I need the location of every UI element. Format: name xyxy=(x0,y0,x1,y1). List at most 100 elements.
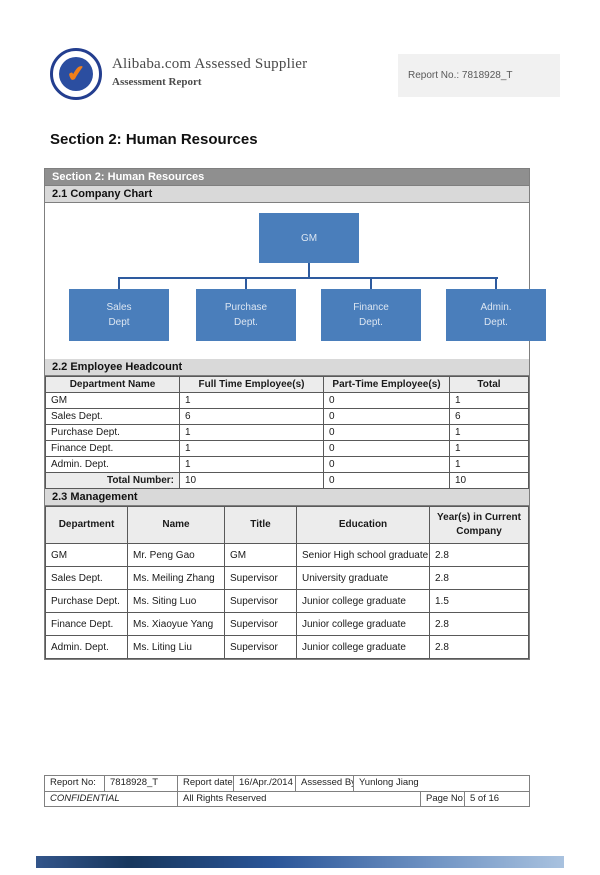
table-cell: 0 xyxy=(323,472,450,489)
table-cell: Senior High school graduate xyxy=(296,543,430,567)
table-cell: Supervisor xyxy=(224,589,297,613)
brand-title: Alibaba.com Assessed Supplier xyxy=(112,56,308,72)
table-cell: 1.5 xyxy=(429,589,529,613)
table-cell: Junior college graduate xyxy=(296,589,430,613)
table-row: Purchase Dept. 1 0 1 xyxy=(45,424,529,441)
total-label: Total Number: xyxy=(45,472,180,489)
table-cell: Supervisor xyxy=(224,612,297,636)
footer-assessed-by-label: Assessed By xyxy=(296,776,354,791)
column-header: Department Name xyxy=(45,376,180,393)
org-node-label: Purchase xyxy=(224,302,268,313)
table-cell: 2.8 xyxy=(429,543,529,567)
table-cell: Supervisor xyxy=(224,566,297,590)
org-node-label: Admin. xyxy=(480,302,512,313)
column-header: Year(s) in Current Company xyxy=(429,506,529,544)
brand-block: Alibaba.com Assessed Supplier Assessment… xyxy=(112,56,307,88)
report-footer: Report No: 7818928_T Report date: 16/Apr… xyxy=(44,775,530,807)
footer-rights: All Rights Reserved xyxy=(178,792,421,806)
org-node-gm: GM xyxy=(259,213,359,263)
table-cell: 1 xyxy=(449,424,529,441)
column-header: Name xyxy=(127,506,225,544)
footer-report-date-label: Report date: xyxy=(178,776,234,791)
management-table: Department Name Title Education Year(s) … xyxy=(45,506,529,659)
table-cell: 0 xyxy=(323,408,450,425)
footer-row-meta: Report No: 7818928_T Report date: 16/Apr… xyxy=(45,776,529,791)
table-cell: Supervisor xyxy=(224,635,297,659)
table-header-row: Department Name Full Time Employee(s) Pa… xyxy=(45,376,529,393)
org-node-label: GM xyxy=(300,232,318,244)
table-cell: 6 xyxy=(179,408,324,425)
assessed-supplier-badge-icon: ✔ xyxy=(50,48,102,100)
table-cell: 0 xyxy=(323,456,450,473)
column-header: Department xyxy=(45,506,128,544)
table-cell: 0 xyxy=(323,440,450,457)
table-cell: 2.8 xyxy=(429,566,529,590)
table-header-row: Department Name Title Education Year(s) … xyxy=(45,506,529,544)
org-node-admin-dept: Admin. Dept. xyxy=(446,289,546,341)
column-header: Full Time Employee(s) xyxy=(179,376,324,393)
table-cell: 2.8 xyxy=(429,612,529,636)
table-cell: Ms. Liting Liu xyxy=(127,635,225,659)
org-connector-drop xyxy=(495,278,497,289)
table-cell: Purchase Dept. xyxy=(45,424,180,441)
org-connector-drop xyxy=(245,278,247,289)
table-row: GM Mr. Peng Gao GM Senior High school gr… xyxy=(45,543,529,567)
org-node-purchase-dept: Purchase Dept. xyxy=(196,289,296,341)
footer-report-date-value: 16/Apr./2014 xyxy=(234,776,296,791)
column-header: Total xyxy=(449,376,529,393)
table-row: GM 1 0 1 xyxy=(45,392,529,409)
section-human-resources: Section 2: Human Resources 2.1 Company C… xyxy=(44,168,546,660)
table-cell: GM xyxy=(45,543,128,567)
org-node-label: Finance xyxy=(353,302,389,313)
org-node-finance-dept: Finance Dept. xyxy=(321,289,421,341)
table-cell: Junior college graduate xyxy=(296,612,430,636)
table-cell: Ms. Xiaoyue Yang xyxy=(127,612,225,636)
footer-page-no-label: Page No: xyxy=(421,792,465,806)
footer-row-legal: CONFIDENTIAL All Rights Reserved Page No… xyxy=(45,791,529,806)
badge-inner-disc: ✔ xyxy=(59,57,93,91)
table-cell: Finance Dept. xyxy=(45,440,180,457)
column-header: Title xyxy=(224,506,297,544)
table-cell: 1 xyxy=(179,424,324,441)
subsection-bar-employee-headcount: 2.2 Employee Headcount xyxy=(45,359,529,376)
table-cell: Sales Dept. xyxy=(45,408,180,425)
footer-assessed-by-value: Yunlong Jiang xyxy=(359,777,419,788)
table-row: Admin. Dept. 1 0 1 xyxy=(45,456,529,473)
footer-confidential: CONFIDENTIAL xyxy=(45,792,178,806)
table-row: Sales Dept. Ms. Meiling Zhang Supervisor… xyxy=(45,566,529,590)
table-cell: Ms. Meiling Zhang xyxy=(127,566,225,590)
table-row: Admin. Dept. Ms. Liting Liu Supervisor J… xyxy=(45,635,529,659)
org-node-sales-dept: Sales Dept xyxy=(69,289,169,341)
subsection-bar-company-chart: 2.1 Company Chart xyxy=(45,186,529,203)
table-cell: 1 xyxy=(179,456,324,473)
table-cell: Mr. Peng Gao xyxy=(127,543,225,567)
bottom-accent-bar xyxy=(36,856,564,868)
table-cell: Admin. Dept. xyxy=(45,456,180,473)
table-cell: Junior college graduate xyxy=(296,635,430,659)
column-header: Education xyxy=(296,506,430,544)
table-cell: 1 xyxy=(449,440,529,457)
table-cell: 6 xyxy=(449,408,529,425)
table-cell: 0 xyxy=(323,424,450,441)
page-title: Section 2: Human Resources xyxy=(50,131,258,148)
section-title-bar: Section 2: Human Resources xyxy=(45,169,529,186)
org-connector-vertical xyxy=(308,263,310,278)
footer-report-no-value: 7818928_T xyxy=(105,776,178,791)
org-node-label: Dept xyxy=(108,317,130,328)
table-cell: 2.8 xyxy=(429,635,529,659)
report-no-text: Report No.: 7818928_T xyxy=(408,70,513,81)
table-cell: Ms. Siting Luo xyxy=(127,589,225,613)
table-cell: Admin. Dept. xyxy=(45,635,128,659)
table-cell: University graduate xyxy=(296,566,430,590)
table-cell: Sales Dept. xyxy=(45,566,128,590)
footer-page-no-value: 5 of 16 xyxy=(470,793,500,804)
table-total-row: Total Number: 10 0 10 xyxy=(45,472,529,489)
report-header: ✔ Alibaba.com Assessed Supplier Assessme… xyxy=(50,48,560,104)
table-cell: GM xyxy=(45,392,180,409)
brand-subtitle: Assessment Report xyxy=(112,76,202,88)
table-row: Sales Dept. 6 0 6 xyxy=(45,408,529,425)
subsection-bar-management: 2.3 Management xyxy=(45,489,529,506)
table-cell: GM xyxy=(224,543,297,567)
report-no-box: Report No.: 7818928_T xyxy=(398,54,560,97)
table-cell: 0 xyxy=(323,392,450,409)
